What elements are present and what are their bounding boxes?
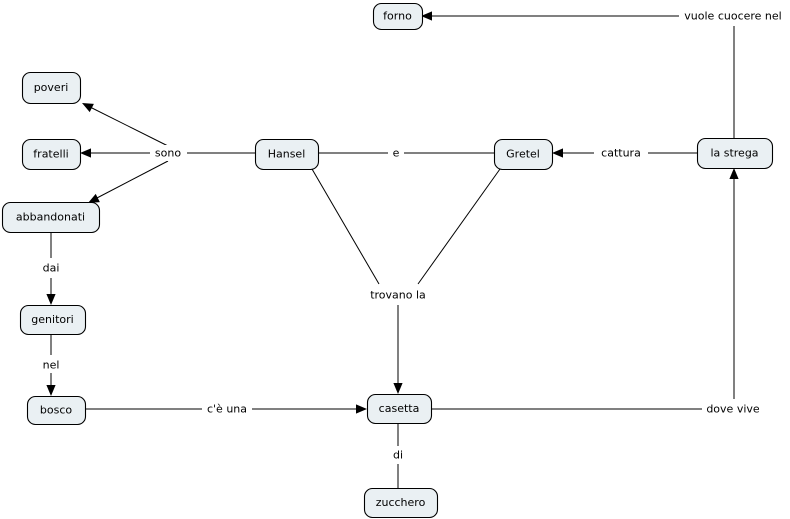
edge-label-abbandonati-dai-genitori: dai — [39, 260, 63, 276]
node-abbandonati[interactable]: abbandonati — [1, 201, 101, 234]
arrowhead-abbandonati-dai-genitori — [46, 294, 56, 305]
edge-label-text: cattura — [601, 147, 641, 160]
arrowhead-genitori-nel-bosco — [46, 385, 56, 396]
node-box[interactable] — [1, 201, 101, 234]
node-box[interactable] — [254, 138, 320, 171]
edge-la-strega-vuole-cuocere-nel-forno — [421, 11, 735, 138]
node-label: fratelli — [33, 148, 68, 161]
node-hansel[interactable]: Hansel — [254, 138, 320, 171]
arrowhead-la-strega-vuole-cuocere-nel-forno — [421, 11, 432, 21]
edge-label-casetta-di-zucchero: di — [388, 447, 408, 463]
node-box[interactable] — [19, 304, 87, 336]
edge-genitori-nel-bosco — [46, 334, 56, 396]
edge-label-text: di — [393, 449, 403, 462]
node-box[interactable] — [26, 395, 87, 426]
nodes-layer: forno poveri fratelli abbandonati genitori bo… — [1, 2, 774, 519]
node-poveri[interactable]: poveri — [21, 71, 82, 105]
edge-segment-1 — [87, 105, 169, 147]
edge-label-text: vuole cuocere nel — [684, 10, 781, 23]
edge-label-text: nel — [43, 359, 60, 372]
arrowhead-casetta-dove-vive-la-strega — [729, 168, 739, 179]
edge-abbandonati-dai-genitori — [46, 232, 56, 305]
node-box[interactable] — [363, 487, 439, 519]
edge-segment-2 — [417, 168, 501, 285]
edge-label-la-strega-cattura-gretel: cattura — [596, 145, 646, 161]
edge-label-genitori-nel-bosco: nel — [38, 357, 64, 373]
node-label: genitori — [31, 313, 73, 326]
edge-label-text: e — [393, 147, 400, 160]
node-label: Hansel — [268, 148, 306, 161]
node-box[interactable] — [493, 138, 554, 171]
edge-label-bosco-ce-una-casetta: c'è una — [202, 401, 252, 417]
arrowhead-hansel-sono-abbandonati — [88, 193, 100, 203]
node-box[interactable] — [21, 138, 82, 171]
arrowhead-hansel-gretel-trovano-la-casetta — [393, 383, 403, 394]
edges-layer — [46, 11, 739, 488]
edge-label-text: dove vive — [706, 403, 760, 416]
arrowhead-hansel-sono-poveri — [82, 103, 94, 113]
arrowhead-hansel-sono-fratelli — [80, 148, 91, 158]
node-label: zucchero — [376, 496, 426, 509]
node-genitori[interactable]: genitori — [19, 304, 87, 336]
node-label: la strega — [710, 147, 758, 160]
arrowhead-la-strega-cattura-gretel — [552, 148, 563, 158]
edge-hansel-gretel-trovano-la-casetta — [311, 168, 501, 394]
node-box[interactable] — [696, 137, 774, 170]
node-box[interactable] — [366, 393, 433, 425]
edge-hansel-sono-poveri — [82, 103, 169, 147]
node-bosco[interactable]: bosco — [26, 395, 87, 426]
edge-label-hansel-sono-poveri: sono — [150, 145, 186, 161]
node-box[interactable] — [372, 2, 424, 31]
node-forno[interactable]: forno — [372, 2, 424, 31]
arrowhead-bosco-ce-una-casetta — [356, 404, 367, 414]
edge-segment-1 — [94, 160, 169, 200]
edge-casetta-dove-vive-la-strega — [431, 168, 739, 410]
node-label: bosco — [40, 404, 72, 417]
edge-la-strega-cattura-gretel — [552, 148, 697, 158]
node-gretel[interactable]: Gretel — [493, 138, 554, 171]
edge-labels-layer: sono e dai nel c'è una trovano la di cattura vuo… — [38, 8, 787, 463]
node-label: casetta — [379, 402, 420, 415]
node-zucchero[interactable]: zucchero — [363, 487, 439, 519]
edge-label-text: trovano la — [370, 289, 426, 302]
node-fratelli[interactable]: fratelli — [21, 138, 82, 171]
edge-label-hansel-e-gretel: e — [388, 145, 404, 161]
edge-hansel-sono-abbandonati — [88, 160, 169, 203]
edge-label-hansel-gretel-trovano-la-casetta: trovano la — [366, 287, 430, 303]
edge-label-casetta-dove-vive-la-strega: dove vive — [702, 401, 764, 417]
edge-label-text: sono — [155, 147, 181, 160]
edge-label-text: c'è una — [207, 403, 247, 416]
node-casetta[interactable]: casetta — [366, 393, 433, 425]
edge-label-text: dai — [43, 262, 60, 275]
edge-hansel-sono-fratelli — [80, 148, 152, 158]
edge-segment-1 — [311, 168, 380, 285]
node-label: Gretel — [506, 148, 540, 161]
edge-label-la-strega-vuole-cuocere-nel-forno: vuole cuocere nel — [679, 8, 787, 24]
node-label: abbandonati — [16, 211, 85, 224]
node-la-strega[interactable]: la strega — [696, 137, 774, 170]
node-label: poveri — [34, 81, 69, 94]
node-box[interactable] — [21, 71, 82, 105]
edge-bosco-ce-una-casetta — [85, 404, 367, 414]
node-label: forno — [383, 10, 412, 23]
